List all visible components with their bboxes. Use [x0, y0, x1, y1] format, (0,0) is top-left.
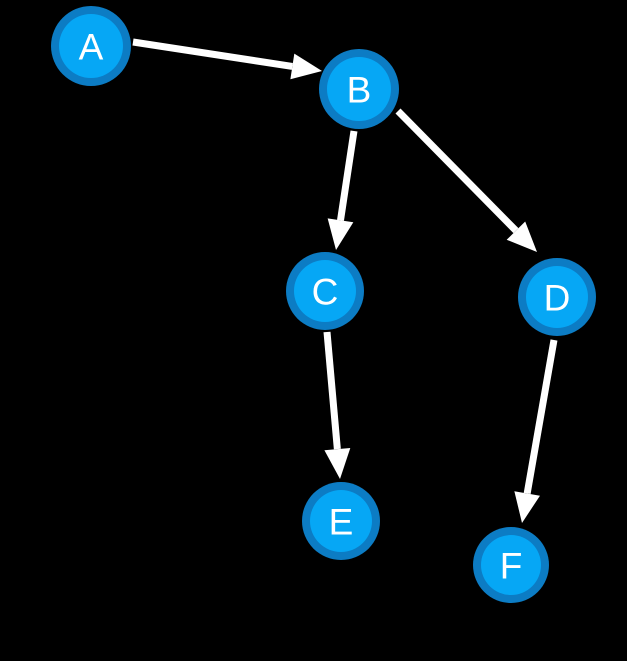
graph-edge-b-c[interactable]	[327, 130, 358, 250]
graph-edge-d-f[interactable]	[514, 339, 558, 523]
graph-edge-b-d[interactable]	[395, 108, 537, 252]
edge-shaft	[323, 331, 341, 450]
edge-shaft	[132, 38, 293, 70]
node-label: D	[544, 278, 571, 319]
graph-node-e[interactable]: E	[302, 482, 380, 560]
node-label: C	[312, 272, 339, 313]
graph-node-f[interactable]: F	[473, 527, 549, 603]
node-fill	[327, 57, 391, 121]
graph-edge-a-b[interactable]	[132, 38, 322, 80]
node-label: A	[79, 27, 104, 68]
edge-arrowhead-icon	[506, 221, 537, 252]
graph-node-a[interactable]: A	[51, 6, 131, 86]
edge-arrowhead-icon	[290, 53, 322, 80]
node-label: E	[329, 502, 354, 543]
edge-arrowhead-icon	[324, 447, 351, 479]
edge-shaft	[395, 108, 519, 234]
nodes-layer: A B C D E F	[51, 6, 596, 603]
graph-node-d[interactable]: D	[518, 258, 596, 336]
node-fill	[294, 260, 356, 322]
node-fill	[310, 490, 372, 552]
edges-layer	[132, 38, 558, 523]
graph-edge-c-e[interactable]	[323, 331, 351, 479]
graph-node-c[interactable]: C	[286, 252, 364, 330]
node-fill	[526, 266, 588, 328]
node-fill	[59, 14, 123, 78]
node-fill	[481, 535, 541, 595]
node-label: F	[500, 546, 523, 587]
edge-shaft	[523, 339, 558, 495]
edge-arrowhead-icon	[327, 218, 354, 250]
edge-shaft	[337, 130, 358, 221]
node-label: B	[347, 70, 372, 111]
graph-node-b[interactable]: B	[319, 49, 399, 129]
edge-arrowhead-icon	[514, 491, 540, 523]
